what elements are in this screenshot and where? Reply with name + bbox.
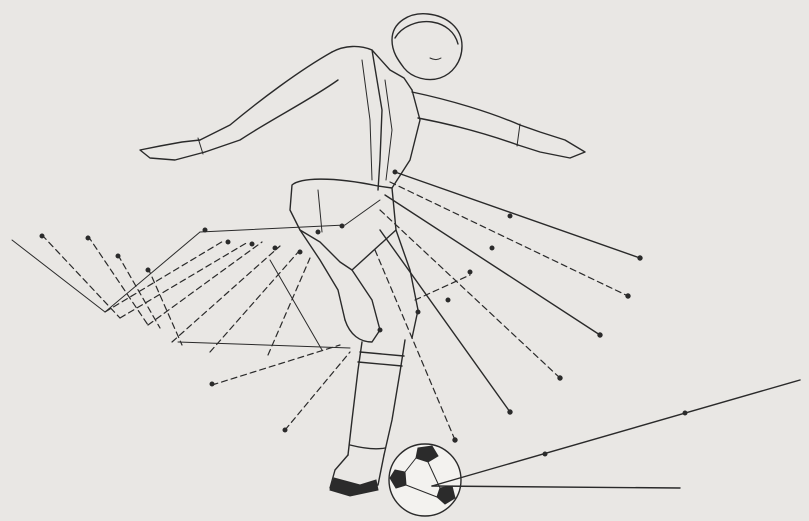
marker	[116, 254, 120, 258]
marker	[378, 328, 382, 332]
marker	[638, 256, 642, 260]
marker	[416, 310, 420, 314]
marker	[210, 382, 214, 386]
marker	[558, 376, 562, 380]
marker	[453, 438, 457, 442]
marker	[226, 240, 230, 244]
marker	[250, 242, 254, 246]
trajectory-point	[683, 411, 687, 415]
marker	[283, 428, 287, 432]
marker	[446, 298, 450, 302]
marker	[203, 228, 207, 232]
marker	[393, 170, 397, 174]
marker	[508, 214, 512, 218]
marker	[626, 294, 630, 298]
marker	[40, 234, 44, 238]
marker	[340, 224, 344, 228]
marker	[86, 236, 90, 240]
marker	[468, 270, 472, 274]
marker	[146, 268, 150, 272]
soccer-ball	[389, 444, 461, 516]
marker	[508, 410, 512, 414]
trajectory-point	[543, 452, 547, 456]
marker	[598, 333, 602, 337]
marker	[490, 246, 494, 250]
marker	[316, 230, 320, 234]
marker	[273, 246, 277, 250]
marker	[298, 250, 302, 254]
